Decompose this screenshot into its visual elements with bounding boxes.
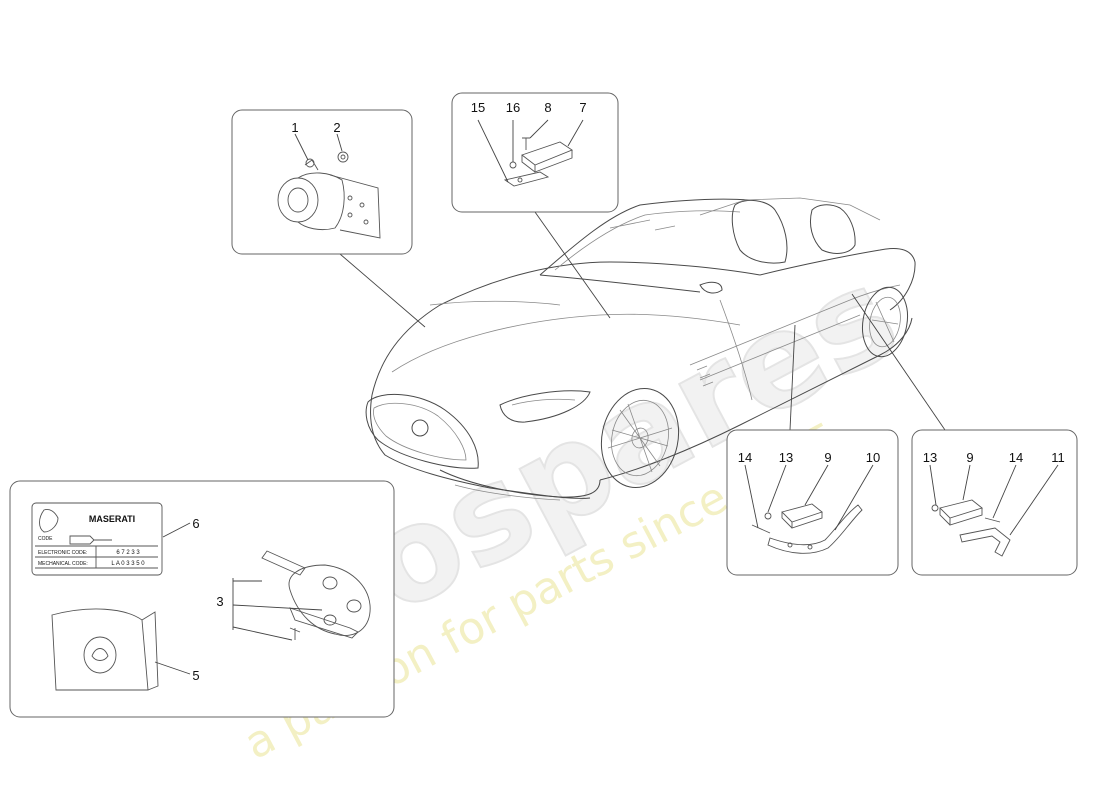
callout-labels: 1 2 15 16 8 7 14 13 9 10 13 9 14 11 6 3 … xyxy=(192,100,1064,683)
callout-15: 15 xyxy=(471,100,485,115)
leader-lines xyxy=(339,211,946,431)
car-illustration xyxy=(365,197,916,501)
mechanical-code-value: L A 0 3 3 5 0 xyxy=(111,561,145,567)
code-card-brand: MASERATI xyxy=(89,514,135,524)
callout-9-b: 9 xyxy=(966,450,973,465)
code-card: MASERATI CODE ELECTRONIC CODE: 6 7 2 3 3… xyxy=(31,502,163,576)
callout-13-b: 13 xyxy=(923,450,937,465)
callout-10: 10 xyxy=(866,450,880,465)
siren-detail-box xyxy=(231,109,413,255)
nut-part xyxy=(337,151,349,163)
callout-6: 6 xyxy=(192,516,199,531)
callout-16: 16 xyxy=(506,100,520,115)
callout-8: 8 xyxy=(544,100,551,115)
bracket-part xyxy=(503,171,550,187)
callout-5: 5 xyxy=(192,668,199,683)
antenna-bracket-part-2 xyxy=(959,527,1011,557)
code-card-code-label: CODE xyxy=(38,536,53,542)
callout-14-b: 14 xyxy=(1009,450,1023,465)
callout-11: 11 xyxy=(1051,450,1065,465)
electronic-code-label: ELECTRONIC CODE: xyxy=(38,550,87,556)
wallet xyxy=(51,608,159,691)
control-module-part xyxy=(521,141,573,173)
siren-part xyxy=(277,158,381,239)
electronic-code-value: 6 7 2 3 3 xyxy=(116,550,140,556)
key-and-card-box: MASERATI CODE ELECTRONIC CODE: 6 7 2 3 3… xyxy=(9,480,395,718)
key-fob xyxy=(261,550,371,640)
mechanical-code-label: MECHANICAL CODE: xyxy=(38,561,88,567)
antenna-module-part xyxy=(781,503,823,529)
callout-9-a: 9 xyxy=(824,450,831,465)
antenna-module-box-2 xyxy=(911,429,1078,576)
antenna-bracket-part xyxy=(767,504,863,554)
callout-7: 7 xyxy=(579,100,586,115)
callout-1: 1 xyxy=(291,120,298,135)
callout-2: 2 xyxy=(333,120,340,135)
callout-13-a: 13 xyxy=(779,450,793,465)
control-unit-detail-box xyxy=(451,92,619,213)
callout-3: 3 xyxy=(216,594,223,609)
antenna-module-part-2 xyxy=(939,499,983,526)
antenna-module-box-1 xyxy=(726,429,899,576)
callout-14-a: 14 xyxy=(738,450,752,465)
